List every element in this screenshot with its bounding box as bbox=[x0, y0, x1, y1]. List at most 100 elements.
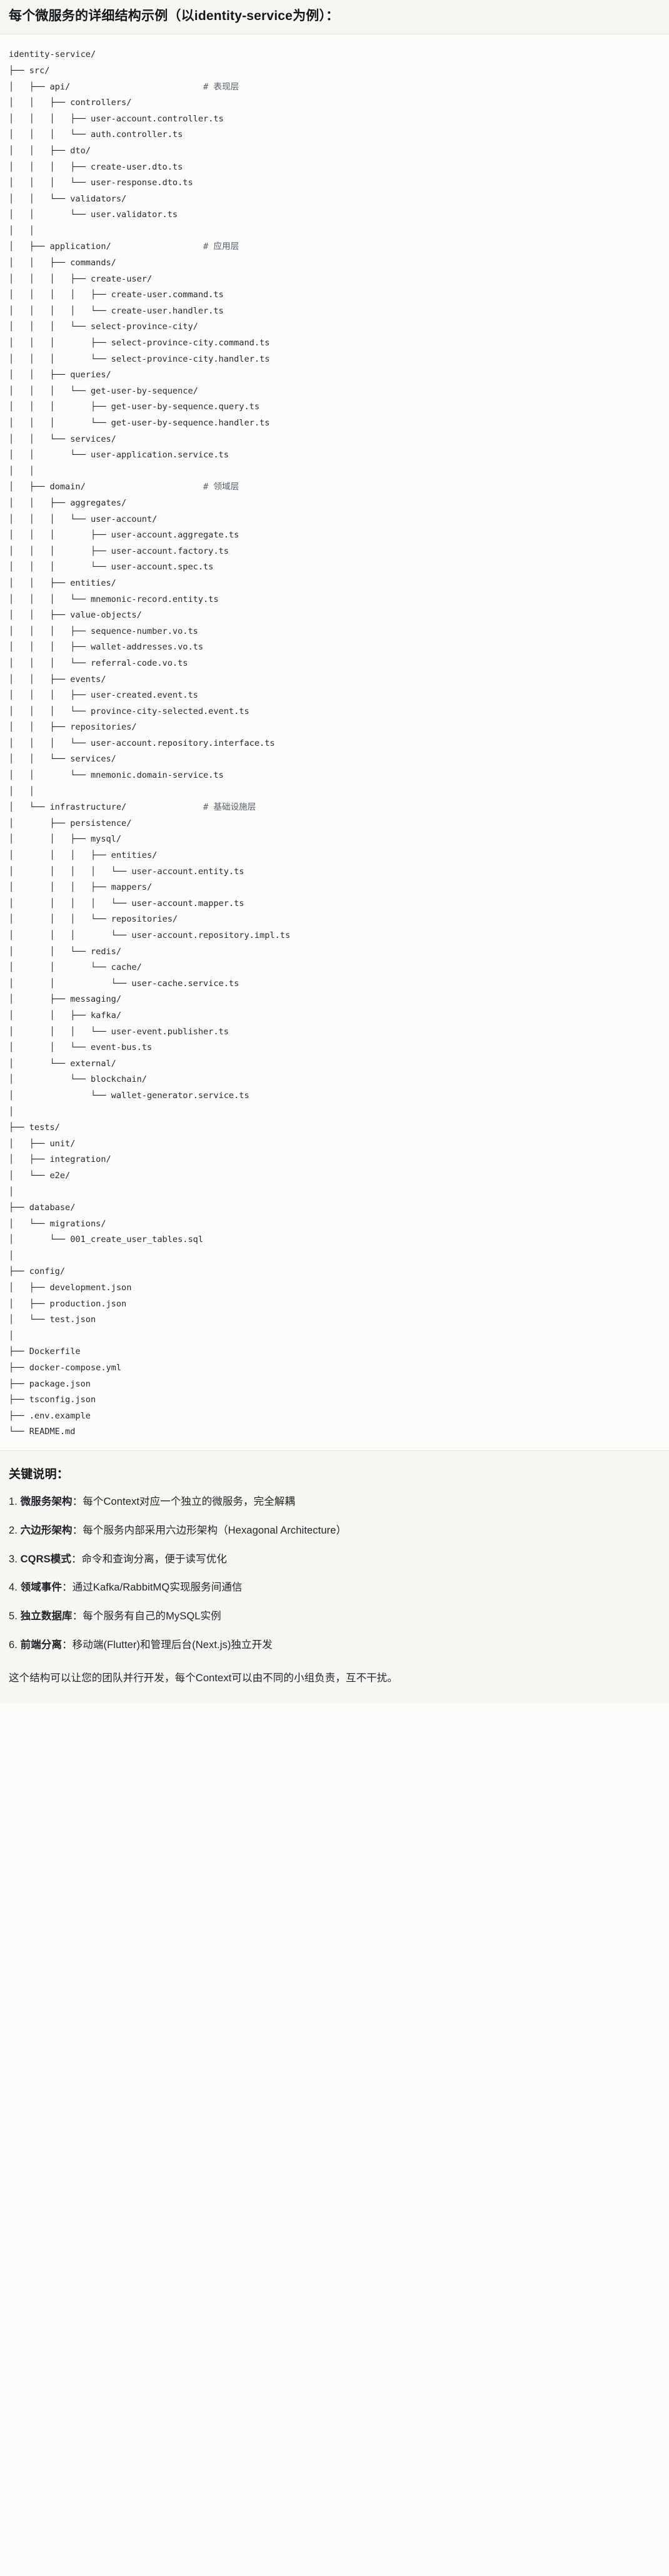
tree-row: │ │ ├── commands/ bbox=[9, 258, 116, 268]
tree-row: │ │ │ └── select-province-city/ bbox=[9, 322, 198, 332]
key-points-title: 关键说明： bbox=[9, 1468, 69, 1481]
tree-row: │ │ │ │ └── user-account.mapper.ts bbox=[9, 898, 244, 909]
tree-row: │ │ └── user-cache.service.ts bbox=[9, 978, 239, 989]
tree-row: │ │ └── cache/ bbox=[9, 962, 142, 973]
tree-row: ├── package.json bbox=[9, 1378, 91, 1389]
tree-row: │ │ └── user-application.service.ts bbox=[9, 450, 229, 461]
tree-layer-comment: # 应用层 bbox=[203, 242, 239, 252]
key-point-description: 每个服务有自己的MySQL实例 bbox=[83, 1611, 221, 1622]
tree-row: │ └── external/ bbox=[9, 1058, 116, 1069]
tree-row: │ │ │ └── user-event.publisher.ts bbox=[9, 1026, 229, 1037]
tree-layer-comment: # 基础设施层 bbox=[203, 802, 256, 813]
tree-row: │ │ │ ├── entities/ bbox=[9, 850, 158, 861]
tree-spacer-row: │ bbox=[9, 1106, 14, 1117]
key-point-term: 微服务架构 bbox=[20, 1496, 73, 1507]
key-point-description: 每个Context对应一个独立的微服务，完全解耦 bbox=[83, 1496, 296, 1507]
tree-row: │ │ ├── repositories/ bbox=[9, 722, 137, 733]
key-point-number: 2. bbox=[9, 1524, 21, 1536]
tree-row: ├── tsconfig.json bbox=[9, 1395, 96, 1405]
tree-row: │ └── infrastructure/ # 基础设施层 bbox=[9, 802, 256, 813]
tree-row: │ │ │ └── user-account.repository.interf… bbox=[9, 738, 275, 748]
tree-spacer-row: │ bbox=[9, 1186, 14, 1197]
tree-row: identity-service/ bbox=[9, 49, 96, 60]
tree-row: ├── src/ bbox=[9, 65, 50, 76]
tree-row: │ │ │ ├── user-account.controller.ts bbox=[9, 113, 224, 124]
tree-row: │ │ ├── aggregates/ bbox=[9, 497, 127, 508]
tree-row: │ ├── persistence/ bbox=[9, 818, 132, 828]
tree-row: │ │ │ ├── mappers/ bbox=[9, 882, 153, 893]
tree-row: │ │ │ └── get-user-by-sequence.handler.t… bbox=[9, 418, 270, 428]
tree-row: │ │ ├── mysql/ bbox=[9, 834, 122, 845]
tree-row: ├── database/ bbox=[9, 1203, 76, 1213]
tree-row: │ ├── domain/ # 领域层 bbox=[9, 482, 239, 492]
tree-layer-comment: # 表现层 bbox=[203, 81, 239, 92]
tree-row: │ │ │ ├── get-user-by-sequence.query.ts bbox=[9, 402, 260, 412]
key-point-term: 前端分离 bbox=[20, 1639, 63, 1651]
tree-row: │ │ │ └── select-province-city.handler.t… bbox=[9, 354, 270, 364]
tree-row: │ │ │ ├── create-user/ bbox=[9, 273, 153, 284]
key-point-separator: ： bbox=[71, 1553, 82, 1565]
tree-row: │ │ │ ├── user-account.factory.ts bbox=[9, 546, 229, 556]
tree-row: │ │ │ │ ├── create-user.command.ts bbox=[9, 290, 224, 300]
directory-tree: identity-service/ ├── src/ │ ├── api/ # … bbox=[9, 47, 660, 1440]
tree-spacer-row: │ bbox=[9, 1250, 14, 1261]
tree-row: │ │ ├── kafka/ bbox=[9, 1010, 122, 1021]
tree-row: │ └── wallet-generator.service.ts bbox=[9, 1090, 249, 1101]
tree-row: │ │ ├── queries/ bbox=[9, 370, 111, 380]
key-point-item: 5. 独立数据库：每个服务有自己的MySQL实例 bbox=[9, 1609, 660, 1624]
key-point-number: 5. bbox=[9, 1611, 21, 1622]
key-point-item: 4. 领域事件：通过Kafka/RabbitMQ实现服务间通信 bbox=[9, 1580, 660, 1596]
key-point-item: 3. CQRS模式：命令和查询分离，便于读写优化 bbox=[9, 1552, 660, 1567]
tree-row: │ │ └── validators/ bbox=[9, 193, 127, 204]
tree-row: │ │ │ └── get-user-by-sequence/ bbox=[9, 385, 198, 396]
key-point-number: 6. bbox=[9, 1639, 21, 1651]
tree-row: │ │ └── services/ bbox=[9, 434, 116, 444]
tree-spacer-row: │ │ bbox=[9, 466, 34, 476]
key-point-description: 每个服务内部采用六边形架构（Hexagonal Architecture） bbox=[83, 1524, 347, 1536]
tree-row: │ │ └── event-bus.ts bbox=[9, 1042, 153, 1053]
tree-row: │ │ │ ├── create-user.dto.ts bbox=[9, 161, 183, 172]
key-point-number: 1. bbox=[9, 1496, 21, 1507]
tree-row: │ │ └── mnemonic.domain-service.ts bbox=[9, 770, 224, 781]
tree-row: │ │ ├── entities/ bbox=[9, 578, 116, 588]
tree-row: │ │ │ └── user-account.repository.impl.t… bbox=[9, 930, 291, 940]
key-point-separator: ： bbox=[72, 1524, 83, 1536]
key-point-number: 3. bbox=[9, 1553, 21, 1565]
key-point-number: 4. bbox=[9, 1582, 21, 1594]
tree-row: │ ├── integration/ bbox=[9, 1154, 111, 1165]
tree-row: ├── .env.example bbox=[9, 1410, 91, 1421]
key-point-separator: ： bbox=[72, 1496, 83, 1507]
tree-row: │ ├── application/ # 应用层 bbox=[9, 242, 239, 252]
tree-row: │ │ ├── events/ bbox=[9, 674, 106, 685]
tree-row: ├── tests/ bbox=[9, 1123, 60, 1133]
tree-row: │ │ │ └── user-response.dto.ts bbox=[9, 178, 193, 188]
tree-row: │ │ │ ├── user-created.event.ts bbox=[9, 690, 198, 701]
tree-row: │ │ │ │ └── create-user.handler.ts bbox=[9, 305, 224, 316]
tree-row: │ ├── api/ # 表现层 bbox=[9, 81, 239, 92]
tree-row: │ └── migrations/ bbox=[9, 1218, 106, 1229]
tree-row: │ │ ├── value-objects/ bbox=[9, 610, 142, 621]
page-title: 每个微服务的详细结构示例（以identity-service为例）： bbox=[9, 9, 340, 23]
tree-row: │ │ │ └── user-account/ bbox=[9, 514, 158, 524]
tree-row: │ │ │ ├── wallet-addresses.vo.ts bbox=[9, 642, 203, 653]
header-band: 每个微服务的详细结构示例（以identity-service为例）： bbox=[0, 0, 669, 35]
key-point-item: 1. 微服务架构：每个Context对应一个独立的微服务，完全解耦 bbox=[9, 1494, 660, 1510]
tree-row: │ │ │ └── auth.controller.ts bbox=[9, 130, 183, 140]
tree-row: │ └── e2e/ bbox=[9, 1170, 71, 1181]
tree-row: │ │ │ └── province-city-selected.event.t… bbox=[9, 706, 249, 716]
key-point-description: 移动端(Flutter)和管理后台(Next.js)独立开发 bbox=[72, 1639, 273, 1651]
tree-row: │ ├── messaging/ bbox=[9, 994, 122, 1005]
tree-row: │ │ │ ├── sequence-number.vo.ts bbox=[9, 626, 198, 636]
tree-spacer-row: │ │ bbox=[9, 225, 34, 236]
tree-row: ├── docker-compose.yml bbox=[9, 1363, 122, 1373]
tree-row: │ └── blockchain/ bbox=[9, 1074, 147, 1085]
key-point-term: CQRS模式 bbox=[20, 1553, 71, 1565]
key-point-description: 通过Kafka/RabbitMQ实现服务间通信 bbox=[72, 1582, 243, 1594]
tree-row: │ │ └── services/ bbox=[9, 754, 116, 765]
tree-row: │ │ │ │ └── user-account.entity.ts bbox=[9, 866, 244, 877]
tree-row: │ │ │ ├── user-account.aggregate.ts bbox=[9, 530, 239, 541]
document-page: 每个微服务的详细结构示例（以identity-service为例）： ident… bbox=[0, 0, 669, 1704]
tree-row: │ └── test.json bbox=[9, 1315, 96, 1325]
